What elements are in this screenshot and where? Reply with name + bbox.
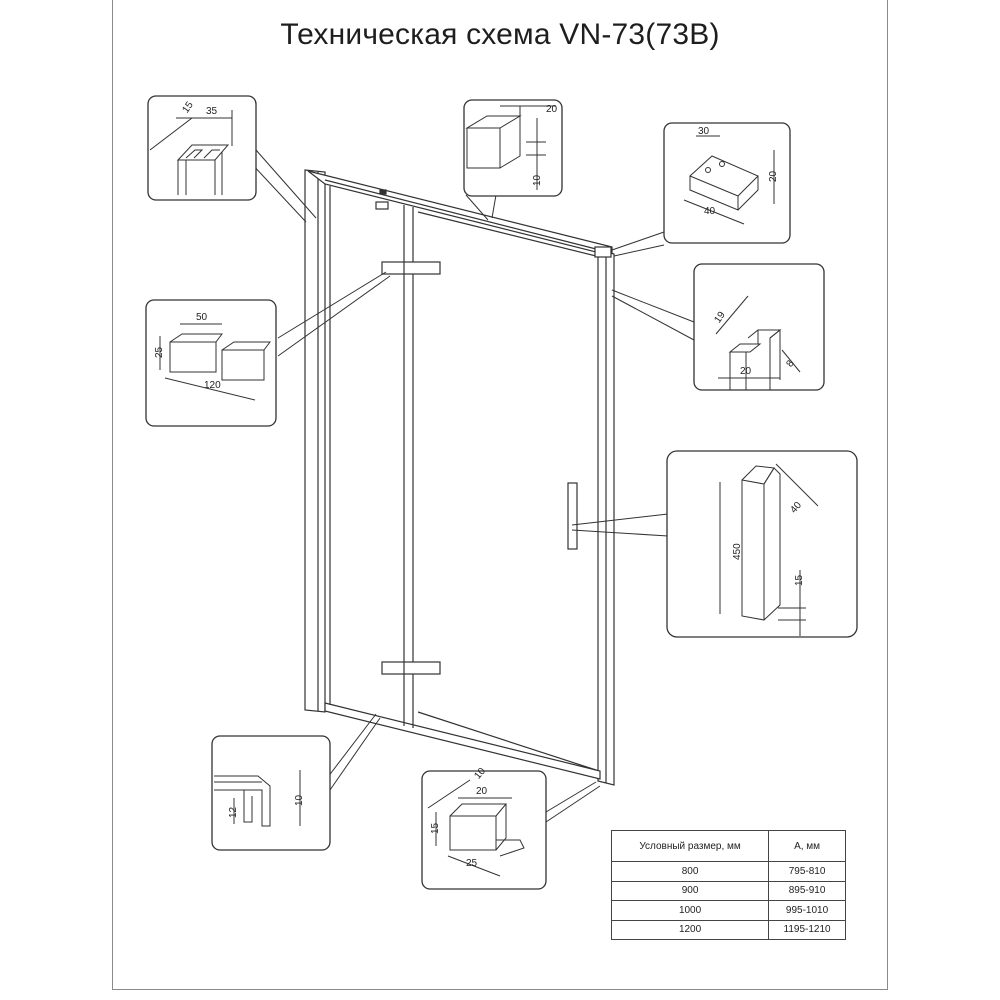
table-header-cell: Условный размер, мм: [610, 830, 770, 862]
dim-label: 8: [784, 358, 796, 369]
table-cell: 795-810: [768, 861, 846, 882]
hinge-drawing: [159, 323, 271, 401]
detail-box-bottom-profile: [211, 735, 331, 851]
dim-label: 40: [704, 206, 716, 217]
table-row: 900 895-910: [610, 880, 846, 901]
bottom-profile-drawing: [214, 770, 301, 827]
rail-drawing: [465, 105, 556, 190]
wall-profile-drawing: [715, 295, 801, 390]
bracket-drawing: [683, 135, 775, 225]
dim-label: 20: [768, 170, 779, 182]
table-cell: 1200: [610, 919, 770, 940]
shower-door-assembly: [304, 169, 615, 786]
dim-label: 30: [698, 126, 710, 137]
dim-label: 20: [476, 786, 488, 797]
handle-drawing: [719, 463, 819, 636]
bottom-bracket-drawing: [427, 779, 525, 877]
dim-label: 10: [532, 174, 543, 186]
table-cell: 800: [610, 861, 770, 882]
dim-label: 25: [466, 858, 478, 869]
dim-label: 15: [430, 822, 441, 834]
table-header-cell: А, мм: [768, 830, 846, 862]
table-cell: 895-910: [768, 880, 846, 901]
profile-drawing: [149, 110, 233, 195]
table-cell: 995-1010: [768, 900, 846, 921]
dim-label: 12: [228, 806, 239, 818]
drawing-title: Техническая схема VN-73(73B): [280, 18, 720, 51]
table-row: 1200 1195-1210: [610, 919, 846, 940]
dim-label: 10: [294, 794, 305, 806]
dim-label: 15: [794, 574, 805, 586]
table-row: 800 795-810: [610, 861, 846, 882]
dim-label: 120: [204, 380, 221, 391]
drawing-frame: [112, 0, 888, 990]
dim-label: 450: [732, 543, 743, 560]
size-table: Условный размер, мм А, мм 800 795-810 90…: [610, 830, 846, 940]
callout-leaders: [249, 149, 695, 823]
dim-label: 50: [196, 312, 208, 323]
dim-label: 35: [206, 106, 218, 117]
table-cell: 1000: [610, 900, 770, 921]
dim-label: 20: [546, 104, 558, 115]
detail-box-wall-profile: [693, 263, 825, 391]
table-header-row: Условный размер, мм А, мм: [610, 830, 846, 862]
table-cell: 900: [610, 880, 770, 901]
table-cell: 1195-1210: [768, 919, 846, 940]
table-row: 1000 995-1010: [610, 900, 846, 921]
dim-label: 20: [740, 366, 752, 377]
dim-label: 25: [154, 346, 165, 358]
